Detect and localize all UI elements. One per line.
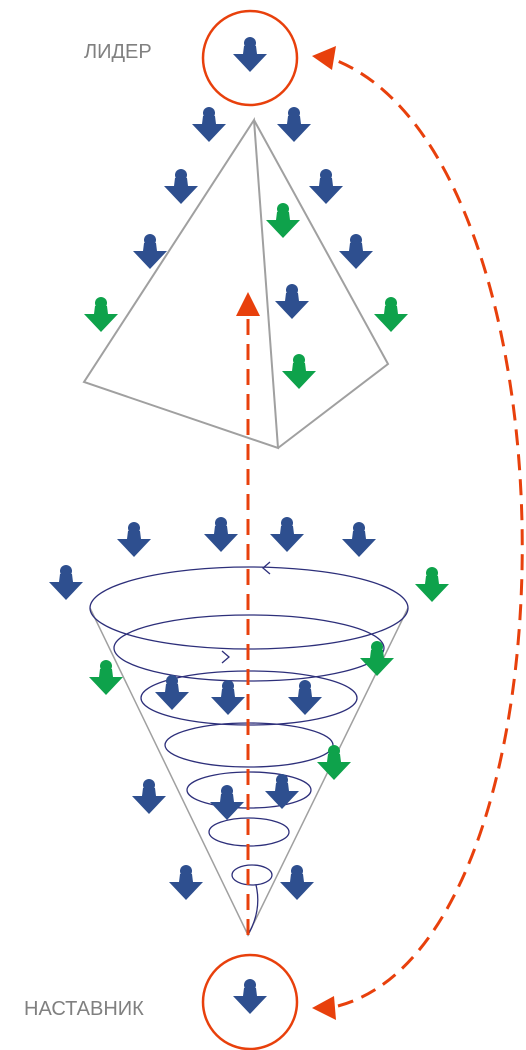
person-icon [210,785,244,820]
person-icon [164,169,198,204]
person-icon [192,107,226,142]
person-icon [270,517,304,552]
person-icon-green [374,297,408,332]
person-icon [342,522,376,557]
spiral-arrow-right-icon [221,650,230,664]
person-icon [309,169,343,204]
leader-circle [201,9,299,107]
person-icon [204,517,238,552]
person-icon-green [317,745,351,780]
pyramid [82,116,390,450]
leader-label: ЛИДЕР [84,41,152,63]
person-icon [339,234,373,269]
person-icon-green [84,297,118,332]
mentor-label: НАСТАВНИК [24,998,144,1020]
person-icon [275,284,309,319]
leader-arrow-head-icon [312,46,336,70]
person-icon [211,680,245,715]
leader-person-icon [233,37,267,72]
person-icon [155,675,189,710]
person-icon-green [266,203,300,238]
person-icon [49,565,83,600]
person-icon [265,774,299,809]
mentor-person-icon [233,979,267,1014]
person-icon [288,680,322,715]
spiral-arrow-left-icon [262,561,271,575]
person-icon [277,107,311,142]
person-icon-green [415,567,449,602]
mentor-arrow-head-icon [312,996,336,1020]
person-icon [132,779,166,814]
mentor-to-leader-arrow [329,56,524,1008]
person-icon [169,865,203,900]
person-icon-green [282,354,316,389]
mentor-circle [201,953,299,1050]
person-icon [280,865,314,900]
vertical-arrow-head-icon [236,292,260,316]
person-icon [117,522,151,557]
